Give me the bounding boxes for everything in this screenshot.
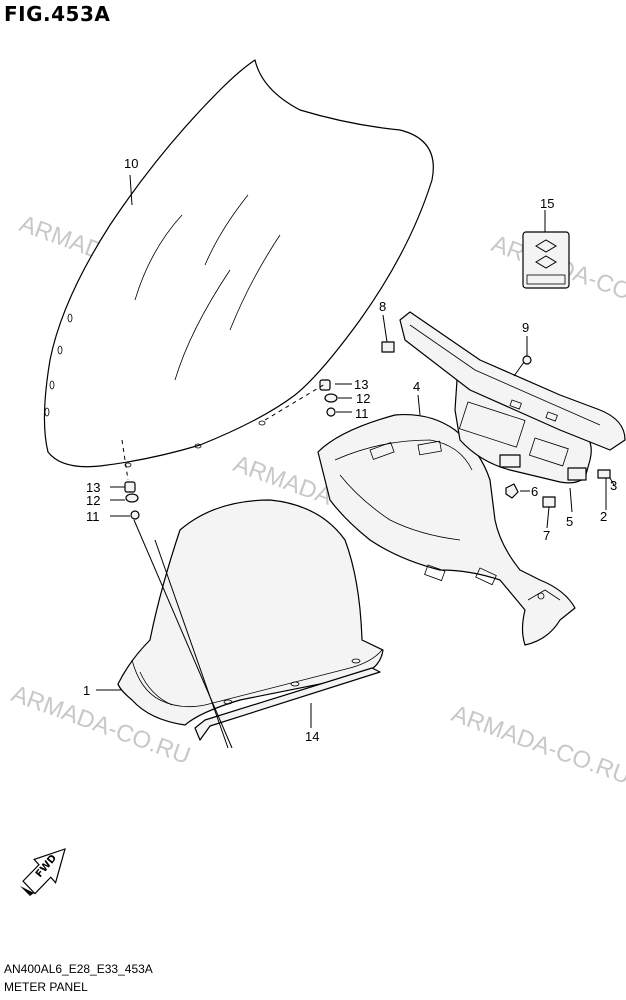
washer-12-lower <box>125 493 139 503</box>
alignment-line <box>154 539 229 749</box>
callout-12-upper: 12 <box>356 391 370 406</box>
clip-6 <box>505 483 519 499</box>
callout-9: 9 <box>522 320 529 335</box>
figure-title: FIG.453A <box>4 2 111 26</box>
leader-4 <box>417 394 421 416</box>
washer-12-upper <box>324 393 338 403</box>
alignment-line <box>264 383 326 421</box>
callout-14: 14 <box>305 729 319 744</box>
callout-11-upper: 11 <box>355 406 369 421</box>
inner-panel-part <box>317 413 576 646</box>
leader-10 <box>129 174 133 206</box>
callout-2: 2 <box>600 509 607 524</box>
collar-13-lower <box>124 481 136 493</box>
callout-13-upper: 13 <box>354 377 368 392</box>
callout-8: 8 <box>379 299 386 314</box>
watermark-text: ARMADA-CO.RU <box>448 700 626 790</box>
nut-7 <box>542 496 556 508</box>
callout-4: 4 <box>413 379 420 394</box>
alignment-line <box>121 439 129 481</box>
screw-9 <box>513 355 532 377</box>
meter-bracket-part <box>454 379 592 484</box>
callout-5: 5 <box>566 514 573 529</box>
callout-11-lower: 11 <box>86 509 100 524</box>
windscreen-part <box>43 59 434 468</box>
screw-11-upper <box>326 407 336 417</box>
leader-7 <box>546 506 550 529</box>
figure-code: AN400AL6_E28_E33_453A <box>4 962 153 976</box>
figure-name: METER PANEL <box>4 980 88 994</box>
forward-arrow-icon: FWD <box>20 848 66 896</box>
leader-5 <box>569 487 573 513</box>
emblem-part <box>522 231 570 289</box>
leader-8 <box>382 314 388 343</box>
callout-13-lower: 13 <box>86 480 100 495</box>
trim-strip-part <box>194 667 381 741</box>
collar-13-upper <box>319 379 331 391</box>
callout-10: 10 <box>124 156 138 171</box>
callout-3: 3 <box>610 478 617 493</box>
alignment-line <box>133 519 233 749</box>
grommet-8 <box>381 341 395 353</box>
meter-cover-part <box>399 311 626 479</box>
callout-6: 6 <box>531 484 538 499</box>
visor-part <box>117 499 384 726</box>
callout-12-lower: 12 <box>86 493 100 508</box>
leader-3 <box>609 477 615 486</box>
callout-15: 15 <box>540 196 554 211</box>
screw-11-lower <box>130 510 140 520</box>
callout-1: 1 <box>83 683 90 698</box>
callout-7: 7 <box>543 528 550 543</box>
